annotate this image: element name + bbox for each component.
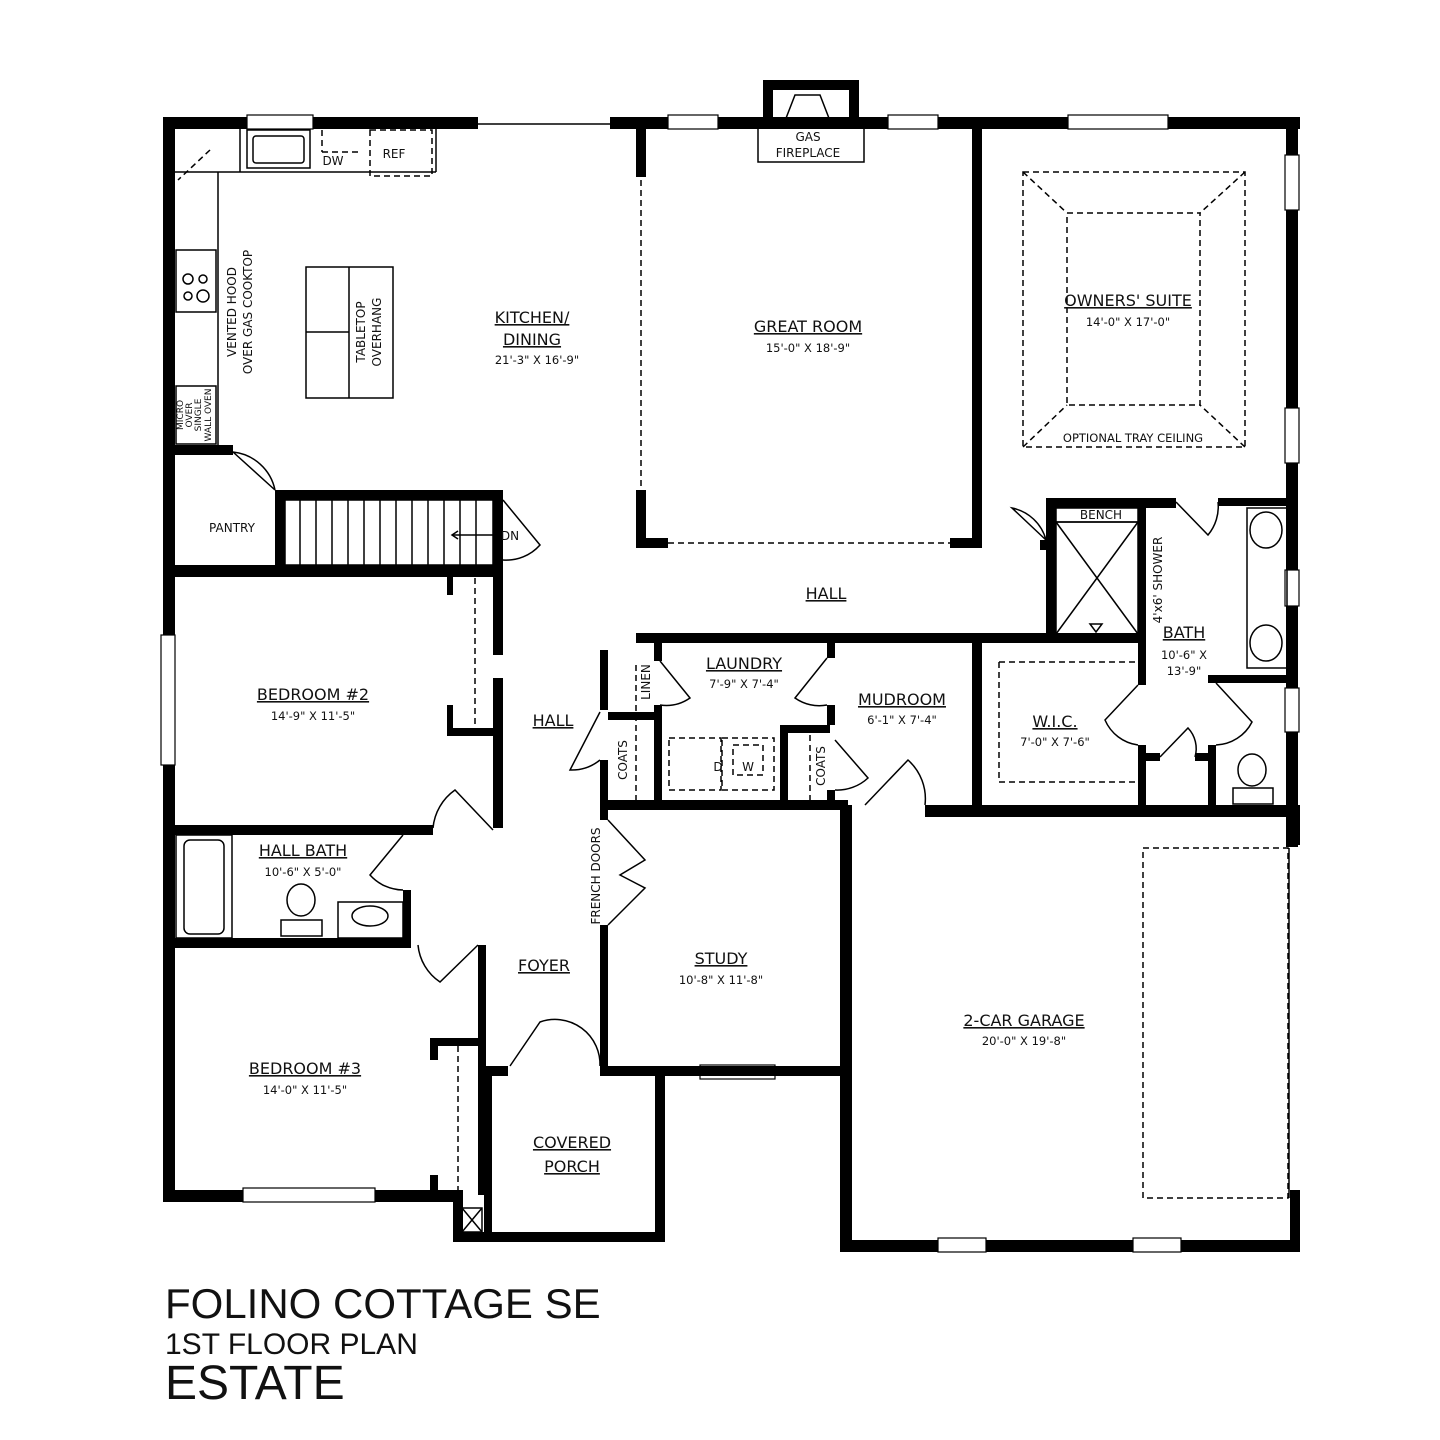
fixture-labels: DW REF GAS FIREPLACE DN BENCH D W VENTED… (176, 130, 1165, 925)
hood-label-1: VENTED HOOD (225, 267, 239, 357)
dryer-label: D (713, 760, 722, 774)
porch-label-2: PORCH (544, 1157, 600, 1176)
oven-label-3: SINGLE (194, 398, 204, 431)
oven-label-4: WALL OVEN (204, 389, 214, 442)
island-label-1: TABLETOP (354, 301, 368, 363)
oven-label-2: OVER (185, 402, 195, 427)
bath-dims-1: 10'-6" X (1161, 648, 1207, 662)
hall-main-label: HALL (806, 584, 847, 603)
hall-side-label: HALL (533, 711, 574, 730)
staircase (284, 499, 494, 566)
stairs-down-label: DN (501, 529, 519, 543)
plan-subtitle: 1ST FLOOR PLAN (165, 1328, 418, 1361)
kitchen-fixtures (175, 129, 437, 445)
bedroom3-dims: 14'-0" X 11'-5" (263, 1083, 347, 1097)
pantry-label: PANTRY (209, 521, 256, 535)
study-label: STUDY (695, 949, 748, 968)
washer-label: W (742, 760, 754, 774)
hall-bath-fixtures (175, 753, 1274, 939)
plan-name: FOLINO COTTAGE SE (165, 1280, 601, 1327)
door-swings (232, 451, 1253, 1067)
shower-label: 4'x6' SHOWER (1151, 537, 1165, 624)
plan-edition: ESTATE (165, 1357, 345, 1410)
hood-label-2: OVER GAS COOKTOP (241, 250, 255, 374)
laundry-appliances (668, 737, 775, 791)
wic-dims: 7'-0" X 7'-6" (1020, 735, 1090, 749)
hall-bath-label: HALL BATH (259, 841, 347, 860)
great-room-label: GREAT ROOM (754, 317, 862, 336)
bedroom2-label: BEDROOM #2 (257, 685, 369, 704)
garage-label: 2-CAR GARAGE (963, 1011, 1084, 1030)
porch-column (461, 1207, 640, 1238)
owners-suite-dims: 14'-0" X 17'-0" (1086, 315, 1170, 329)
coats-hall-label: COATS (616, 740, 630, 780)
study-dims: 10'-8" X 11'-8" (679, 973, 763, 987)
wic-label: W.I.C. (1032, 712, 1077, 731)
fireplace-label-1: GAS (795, 130, 820, 144)
mudroom-label: MUDROOM (858, 690, 946, 709)
mudroom-dims: 6'-1" X 7'-4" (867, 713, 937, 727)
island-label-2: OVERHANG (370, 298, 384, 367)
bath-dims-2: 13'-9" (1167, 664, 1202, 678)
hall-bath-dims: 10'-6" X 5'-0" (265, 865, 342, 879)
laundry-dims: 7'-9" X 7'-4" (709, 677, 779, 691)
dishwasher-label: DW (322, 154, 343, 168)
great-room-dims: 15'-0" X 18'-9" (766, 341, 850, 355)
bath-label: BATH (1163, 623, 1205, 642)
linen-label: LINEN (639, 664, 653, 700)
tray-ceiling (1022, 171, 1246, 448)
porch-label-1: COVERED (533, 1133, 611, 1152)
bedroom3-label: BEDROOM #3 (249, 1059, 361, 1078)
kitchen-label-1: KITCHEN/ (495, 308, 570, 327)
fireplace-label-2: FIREPLACE (776, 146, 841, 160)
foyer-label: FOYER (518, 956, 570, 975)
oven-label-1: MICRO (176, 400, 186, 430)
garage-door (1142, 847, 1290, 1199)
garage-dims: 20'-0" X 19'-8" (982, 1034, 1066, 1048)
laundry-label: LAUNDRY (706, 654, 782, 673)
interior-walls (163, 117, 1298, 1235)
french-doors-label: FRENCH DOORS (589, 827, 603, 924)
owners-suite-label: OWNERS' SUITE (1064, 291, 1192, 310)
fireplace (757, 94, 865, 163)
refrigerator-label: REF (383, 147, 406, 161)
bedroom2-dims: 14'-9" X 11'-5" (271, 709, 355, 723)
bench-label: BENCH (1080, 508, 1122, 522)
kitchen-label-2: DINING (503, 330, 561, 349)
coats-mud-label: COATS (814, 746, 828, 786)
room-labels: KITCHEN/ DINING 21'-3" X 16'-9" GREAT RO… (209, 291, 1207, 1176)
kitchen-dims: 21'-3" X 16'-9" (495, 353, 579, 367)
tray-ceiling-note: OPTIONAL TRAY CEILING (1063, 431, 1203, 445)
